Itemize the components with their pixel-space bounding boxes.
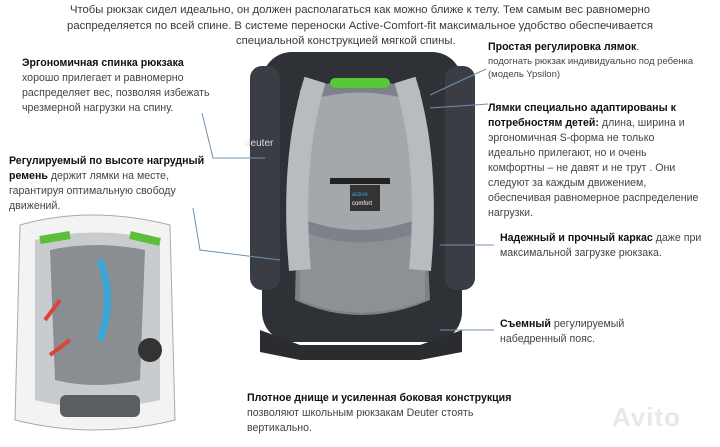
feature-frame: Надежный и прочный каркас даже при макси… <box>500 231 705 261</box>
feature-chest-strap: Регулируемый по высоте нагрудный ремень … <box>9 154 214 214</box>
svg-text:active: active <box>352 192 368 198</box>
intro-text: Чтобы рюкзак сидел идеально, он должен р… <box>0 3 720 50</box>
feature-hip-belt: Съемный регулируемый набедренный пояс. <box>500 317 640 347</box>
feature-text: даже при максимальной загрузке рюкзака. <box>500 232 702 259</box>
feature-text: позволяют школьным рюкзакам Deuter стоят… <box>247 407 474 434</box>
watermark: Avito <box>612 402 682 432</box>
svg-text:comfort: comfort <box>352 201 372 207</box>
feature-title: Надежный и прочный каркас <box>500 232 653 244</box>
feature-text: подогнать рюкзак индивидуально под ребен… <box>488 56 694 80</box>
feature-text: хорошо прилегает и равномерно распределя… <box>22 72 210 114</box>
feature-text: регулируемый набедренный пояс. <box>500 318 625 345</box>
feature-title: Плотное днище и усиленная боковая констр… <box>247 392 512 404</box>
feature-title: Простая регулировка лямок <box>488 41 637 53</box>
backpack-photo: deuter active comfort <box>245 52 475 360</box>
leader-lines <box>192 68 494 331</box>
brand-logo: deuter <box>245 138 274 149</box>
feature-title: Лямки специально адаптированы к потребно… <box>488 102 676 129</box>
feature-title: Эргономичная спинка рюкзака <box>22 57 184 69</box>
feature-title: Съемный <box>500 318 551 330</box>
feature-text: длина, ширина и эргономичная S-форма не … <box>488 117 699 219</box>
feature-text: держит лямки на месте, гарантируя оптима… <box>9 170 176 212</box>
backpack-cutaway-diagram <box>14 214 176 431</box>
feature-ergonomic-back: Эргономичная спинка рюкзака хорошо приле… <box>22 56 222 116</box>
feature-title: Регулируемый по высоте нагрудный ремень <box>9 155 205 182</box>
intro-line-2: распределяется по всей спине. В системе … <box>67 19 653 32</box>
intro-line-3: специальной конструкцией мягкой спины. <box>236 35 456 47</box>
feature-kids-straps: Лямки специально адаптированы к потребно… <box>488 101 703 221</box>
feature-bottom: Плотное днище и усиленная боковая констр… <box>247 391 527 436</box>
feature-strap-adjust: Простая регулировка лямок. подогнать рюк… <box>488 40 713 81</box>
intro-line-1: Чтобы рюкзак сидел идеально, он должен р… <box>69 4 651 16</box>
